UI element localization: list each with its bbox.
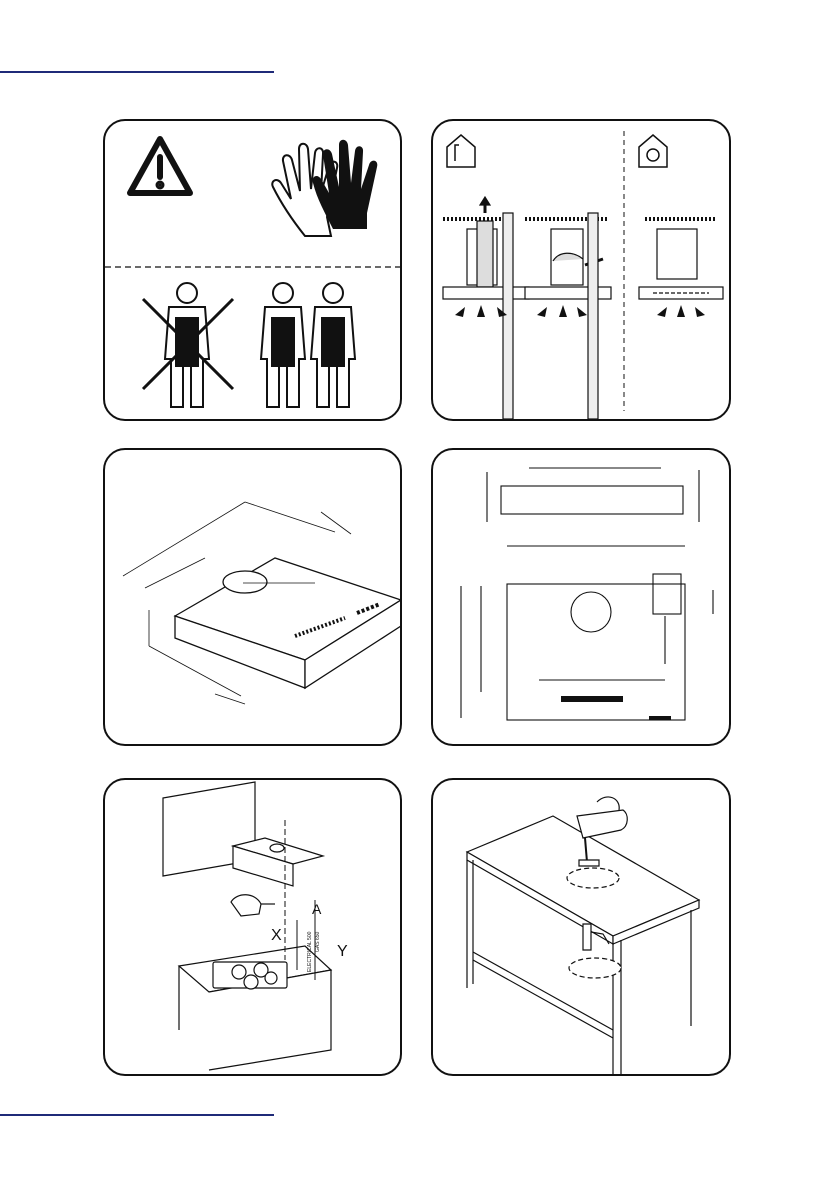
panel-hood-dimensions-perspective: [103, 448, 402, 746]
header-rule: [0, 71, 274, 73]
label-y: Y: [337, 943, 348, 960]
label-electrical: ELECTRICAL 500: [307, 931, 313, 972]
label-gas: GAS 650: [315, 931, 321, 952]
panel-safety: [103, 119, 402, 421]
exhaust-arrow-icon: [455, 305, 705, 317]
panel-technical-drawing: [431, 448, 731, 746]
house-exhaust-icon: [447, 135, 475, 167]
drill-icon: [231, 895, 275, 916]
two-persons-icon: [261, 283, 355, 407]
panel-cabinet-cutout: [431, 778, 731, 1076]
panel-installation-height: X Y A ELECTRICAL 500 GAS 650: [103, 778, 402, 1076]
single-person-crossed-icon: [143, 283, 233, 407]
label-x: X: [271, 927, 282, 944]
house-recirculation-icon: [639, 135, 667, 167]
gloves-icon: [272, 140, 377, 236]
warning-triangle-icon: [130, 139, 190, 193]
label-a: A: [312, 901, 322, 917]
panel-ventilation-modes: [431, 119, 731, 421]
footer-rule: [0, 1114, 274, 1116]
